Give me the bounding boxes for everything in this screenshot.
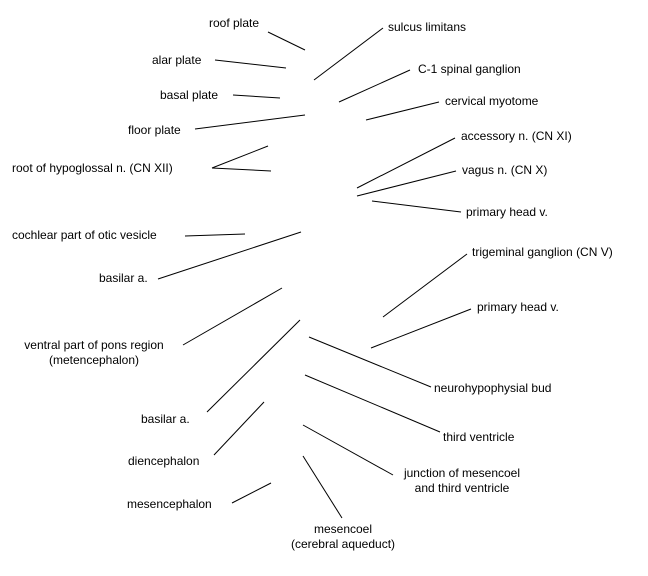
leader-diencephalon	[213, 401, 265, 456]
label-neurohypophysial-bud: neurohypophysial bud	[434, 381, 552, 395]
leader-basilar-1	[157, 231, 302, 280]
label-vagus-nerve: vagus n. (CN X)	[462, 163, 548, 177]
label-junction-mesencoel: junction of mesencoel and third ventricl…	[390, 466, 534, 496]
label-mesencephalon: mesencephalon	[127, 497, 212, 511]
leader-primary-head-2	[370, 308, 472, 349]
leader-alar-plate	[214, 59, 287, 69]
leader-floor-plate	[194, 114, 306, 130]
leader-primary-head-1	[371, 200, 462, 213]
label-ventral-pons-line2: (metencephalon)	[48, 353, 140, 367]
label-alar-plate: alar plate	[152, 53, 202, 67]
leader-basilar-2	[206, 319, 301, 413]
leader-accessory	[356, 137, 456, 189]
label-cochlear-otic-vesicle: cochlear part of otic vesicle	[12, 228, 157, 242]
leader-cochlear	[184, 233, 246, 237]
leader-hypoglossal-b	[211, 167, 272, 172]
label-accessory-nerve: accessory n. (CN XI)	[461, 129, 572, 143]
label-floor-plate: floor plate	[128, 123, 181, 137]
label-primary-head-vein-2: primary head v.	[477, 300, 559, 314]
leader-vagus	[356, 170, 457, 197]
leader-ventral-pons	[182, 287, 283, 346]
leader-neurohypophysial	[308, 336, 432, 388]
label-roof-plate: roof plate	[209, 16, 260, 30]
label-root-hypoglossal: root of hypoglossal n. (CN XII)	[12, 161, 173, 175]
leader-junction	[302, 424, 394, 476]
label-c1-spinal-ganglion: C-1 spinal ganglion	[418, 62, 521, 76]
label-third-ventricle: third ventricle	[443, 430, 515, 444]
label-sulcus-limitans: sulcus limitans	[388, 20, 467, 34]
leader-hypoglossal-a	[211, 145, 269, 169]
label-junction-line2: and third ventricle	[414, 481, 510, 495]
label-basilar-artery-1: basilar a.	[99, 271, 148, 285]
label-junction-line1: junction of mesencoel	[403, 466, 521, 480]
leader-roof-plate	[267, 31, 306, 51]
label-ventral-pons: ventral part of pons region (metencephal…	[6, 338, 182, 368]
leader-trigeminal	[382, 253, 468, 318]
leader-mesencephalon	[231, 482, 272, 504]
leader-mesencoel	[302, 455, 343, 519]
label-mesencoel-line2: (cerebral aqueduct)	[290, 537, 396, 551]
label-primary-head-vein-1: primary head v.	[466, 205, 548, 219]
label-cervical-myotome: cervical myotome	[445, 94, 539, 108]
leader-basal-plate	[232, 94, 281, 99]
leader-cervical-myotome	[365, 101, 440, 121]
leader-third-ventricle	[304, 374, 441, 433]
label-diencephalon: diencephalon	[128, 454, 200, 468]
label-basilar-artery-2: basilar a.	[141, 412, 190, 426]
label-mesencoel: mesencoel (cerebral aqueduct)	[280, 522, 406, 552]
label-basal-plate: basal plate	[160, 88, 219, 102]
label-mesencoel-line1: mesencoel	[313, 522, 373, 536]
leader-sulcus-limitans	[313, 27, 384, 81]
label-ventral-pons-line1: ventral part of pons region	[24, 338, 164, 352]
leader-c1-ganglion	[338, 69, 411, 103]
label-trigeminal-ganglion: trigeminal ganglion (CN V)	[472, 245, 613, 259]
